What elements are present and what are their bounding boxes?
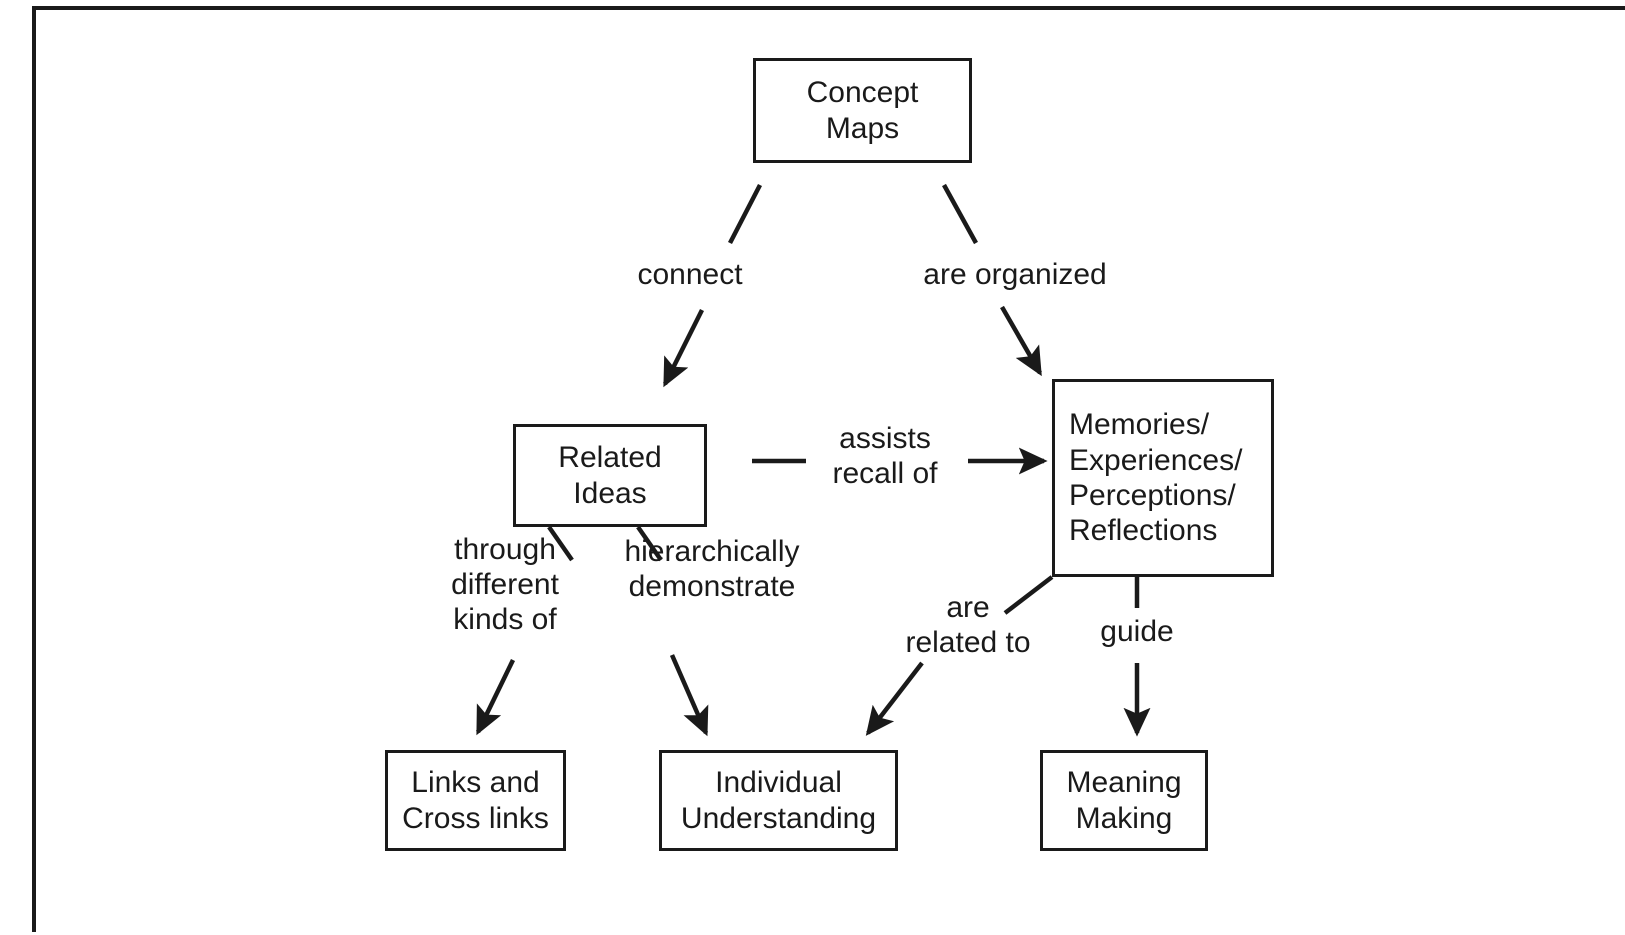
edge-label-assists-recall-of: assists recall of [832,422,938,490]
edge-related-to-links-arrow [475,659,516,736]
edge-memories-to-individual-arrow [865,661,924,736]
node-individual-understanding[interactable]: Individual Understanding [659,750,898,851]
edge-concept-to-memories-stub-upper [942,183,978,245]
node-memories[interactable]: Memories/ Experiences/ Perceptions/ Refl… [1052,379,1274,577]
page-frame-top-rule [32,6,1625,10]
node-concept-maps[interactable]: Concept Maps [753,58,972,163]
edge-label-are-related-to: are related to [905,591,1031,659]
node-related-ideas[interactable]: Related Ideas [513,424,707,527]
node-links-and-cross-links[interactable]: Links and Cross links [385,750,566,851]
edge-label-are-organized: are organized [923,258,1107,291]
edge-label-guide: guide [1100,615,1174,648]
node-concept-maps-label: Concept Maps [806,76,919,145]
edge-label-hierarchically-demonstrate: hierarchically demonstrate [624,535,800,603]
node-individual-understanding-label: Individual Understanding [680,766,877,835]
edge-related-to-links-stub-upper [547,525,574,562]
edge-label-connect: connect [637,258,743,291]
edge-memories-to-individual-stub-upper [1003,575,1054,615]
node-links-and-cross-links-label: Links and Cross links [402,766,549,835]
node-related-ideas-label: Related Ideas [558,441,662,510]
node-memories-label: Memories/ Experiences/ Perceptions/ Refl… [1069,408,1243,548]
page-frame-left-rule [32,6,36,932]
node-meaning-making-label: Meaning Making [1066,766,1182,835]
edge-label-through-different-kinds-of: through different kinds of [451,533,559,636]
edge-concept-to-memories-arrow [1000,305,1042,377]
edge-concept-to-related-arrow [662,308,705,388]
node-meaning-making[interactable]: Meaning Making [1040,750,1208,851]
edge-related-to-individual-arrow [669,654,709,737]
edge-concept-to-related-stub-upper [728,183,762,245]
edge-related-to-individual-stub-upper [636,525,663,562]
